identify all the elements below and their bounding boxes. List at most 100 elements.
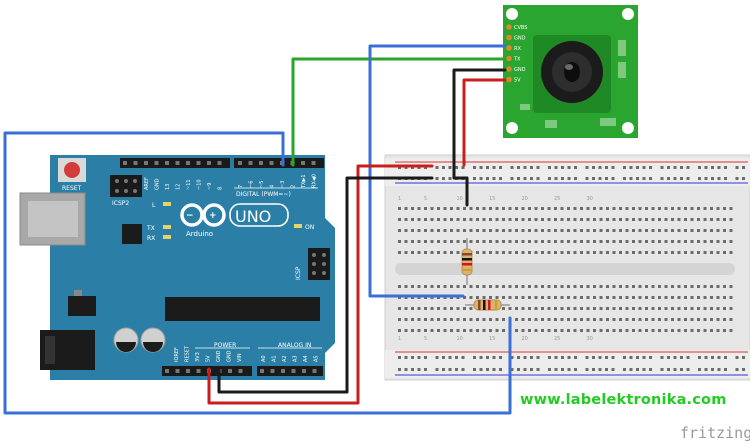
- icsp2-header: [110, 175, 142, 197]
- breadboard-top-rail: [385, 158, 750, 186]
- wire-blue-rx: [368, 44, 507, 298]
- pin-label: TX▶1: [301, 174, 307, 189]
- led-tx-label: TX: [146, 225, 155, 232]
- pin-label: 8: [218, 187, 224, 190]
- camera-pin: [506, 76, 512, 83]
- column-number: 30: [587, 336, 593, 342]
- svg-text:−: −: [186, 211, 194, 221]
- resistor-vertical: [461, 238, 473, 285]
- arduino-logo: − +: [180, 203, 289, 227]
- pin-label: 5V: [206, 355, 212, 362]
- pin-label: A4: [303, 355, 309, 362]
- column-number: 5: [424, 196, 427, 202]
- breadboard-bottom-rail: [385, 350, 750, 378]
- pin-label: A1: [272, 355, 278, 362]
- analog-label: ANALOG IN: [278, 342, 311, 349]
- column-number: 20: [522, 196, 528, 202]
- camera-pin: [506, 34, 512, 41]
- camera-pin-label: RX: [514, 46, 521, 52]
- pin-label: ~11: [186, 179, 192, 190]
- svg-text:+: +: [209, 211, 217, 221]
- camera-pin: [506, 45, 512, 51]
- fritzing-logo: fritzing: [680, 424, 750, 442]
- pin-label: ~9: [207, 183, 213, 190]
- pin-label: IOREF: [174, 347, 180, 362]
- digital-pin-labels: AREF GND 13 12 ~11 ~10 ~9 8 7 ~6 ~5 4 ~3 2 TX▶1 RX◀0: [144, 174, 318, 190]
- pin-label: GND: [227, 350, 233, 362]
- icsp-header: [308, 248, 330, 280]
- column-number: 1: [398, 196, 401, 202]
- digital-header-left: [120, 158, 230, 168]
- pin-label: 4: [270, 185, 276, 188]
- led-l-label: L: [152, 202, 156, 209]
- pin-label: ~10: [197, 179, 203, 190]
- wires: [3, 44, 512, 415]
- column-number: 10: [457, 196, 463, 202]
- camera-module: CVBS GND RX TX GND 5V: [503, 5, 638, 138]
- pin-label: VIN: [237, 353, 243, 362]
- bottom-pin-labels: IOREF RESET 3V3 5V GND GND VIN A0 A1 A2 A3 A4 A5: [174, 345, 320, 362]
- microcontroller: [165, 297, 320, 321]
- pin-label: A5: [314, 355, 320, 362]
- pin-label: ~6: [249, 181, 255, 188]
- icsp-label: ICSP: [295, 266, 302, 280]
- analog-header: [257, 366, 323, 376]
- pin-label: A2: [282, 355, 288, 362]
- camera-pin-label: TX: [513, 57, 521, 63]
- wire-black-arduino: [217, 176, 434, 394]
- camera-pin-label: GND: [514, 36, 526, 42]
- pin-label: ~5: [259, 181, 265, 188]
- column-number: 10: [457, 336, 463, 342]
- column-number: 1: [398, 336, 401, 342]
- pin-label: 7: [238, 185, 244, 188]
- led-rx-label: RX: [147, 235, 155, 242]
- digital-header-right: [234, 158, 324, 168]
- camera-pin: [506, 24, 512, 30]
- icsp2-label: ICSP2: [112, 200, 129, 207]
- camera-pin-label: CVBS: [514, 25, 527, 31]
- camera-pin-label: 5V: [514, 78, 521, 84]
- column-number: 25: [554, 336, 560, 342]
- regulator: [68, 296, 96, 316]
- column-number: 5: [424, 336, 427, 342]
- column-number: 15: [489, 336, 495, 342]
- column-number: 20: [522, 336, 528, 342]
- pin-label: 12: [176, 184, 182, 190]
- camera-pin-header: CVBS GND RX TX GND 5V: [506, 24, 527, 84]
- brand-label: Arduino: [186, 230, 213, 238]
- resistor-horizontal: [465, 299, 510, 311]
- pin-label: ~3: [280, 181, 286, 188]
- camera-pin: [506, 55, 512, 62]
- column-number: 25: [554, 196, 560, 202]
- wire-red-arduino: [207, 164, 434, 405]
- pin-label: GND: [155, 178, 161, 190]
- power-label: POWER: [214, 342, 236, 349]
- wire-red-camera: [462, 78, 507, 167]
- column-number: 15: [489, 196, 495, 202]
- wire-blue-loop: [3, 131, 512, 415]
- breadboard-center-channel: [395, 263, 735, 275]
- pin-label: 3V3: [195, 352, 201, 362]
- digital-label: DIGITAL (PWM=~): [236, 191, 291, 198]
- uno-label: UNO: [235, 207, 271, 226]
- pin-label: RX◀0: [312, 174, 318, 188]
- pin-label: AREF: [144, 177, 150, 190]
- camera-pin: [506, 66, 512, 72]
- pin-label: 13: [165, 184, 171, 190]
- camera-pin-label: GND: [514, 67, 526, 73]
- reset-label: RESET: [62, 185, 82, 192]
- pin-label: A0: [261, 355, 267, 362]
- pin-label: 2: [291, 185, 297, 188]
- pin-label: GND: [216, 350, 222, 362]
- pin-label: A3: [293, 355, 299, 362]
- column-number: 30: [587, 196, 593, 202]
- arduino-board: [50, 155, 335, 380]
- reset-button[interactable]: [64, 162, 80, 178]
- pin-label: RESET: [185, 345, 191, 362]
- website-url: www.labelektronika.com: [520, 392, 727, 408]
- led-on-label: ON: [305, 224, 314, 231]
